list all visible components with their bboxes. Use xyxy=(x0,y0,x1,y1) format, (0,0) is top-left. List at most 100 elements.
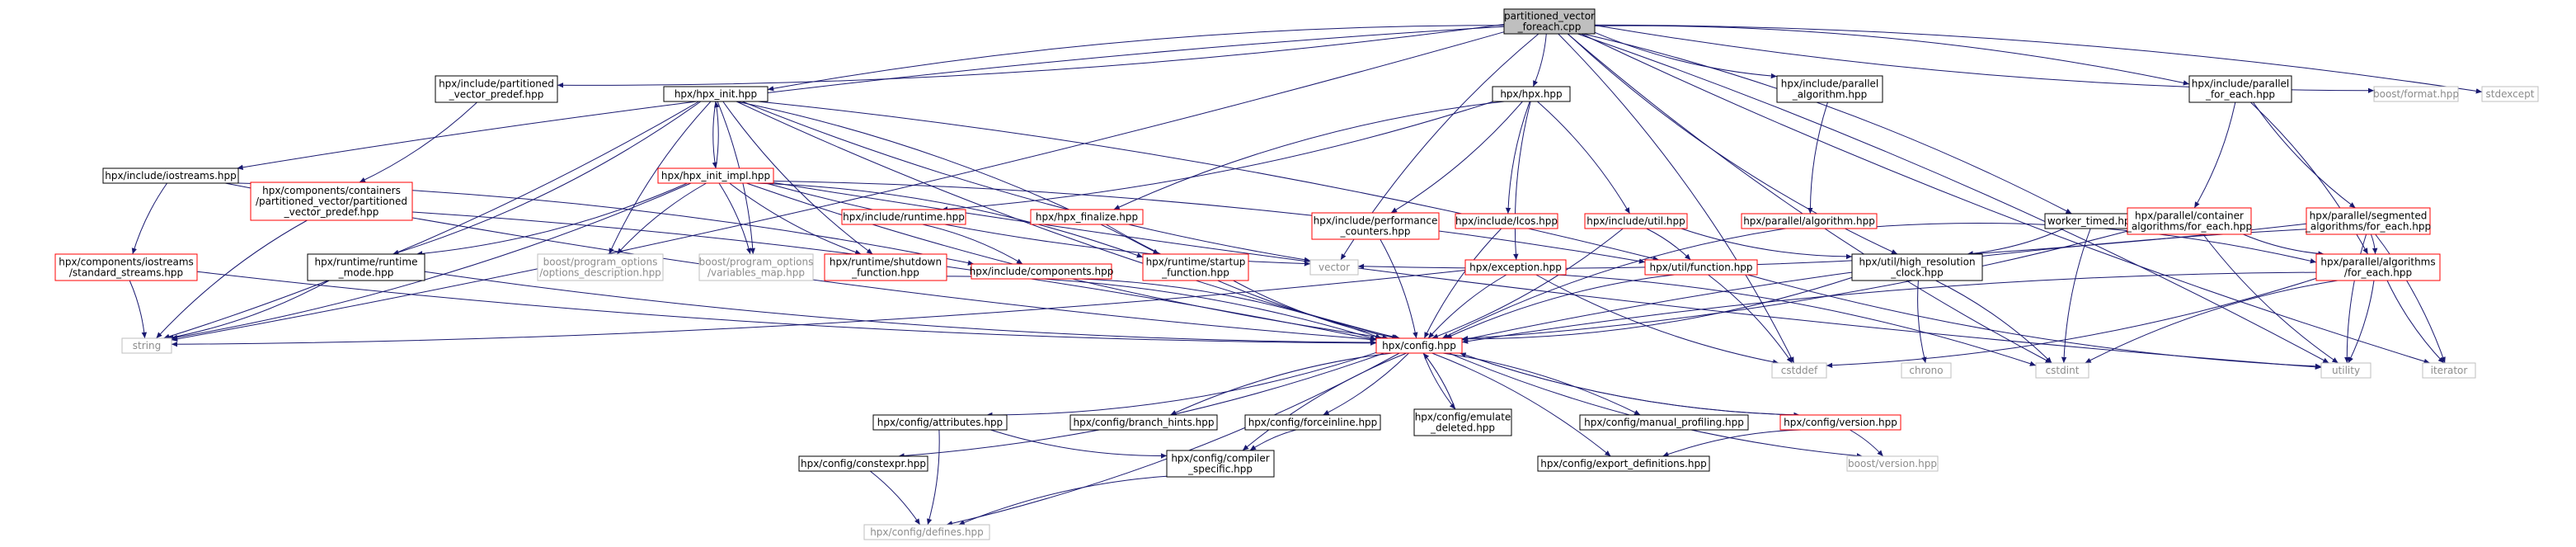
node-po_vmap[interactable]: boost/program_options/variables_map.hpp xyxy=(698,253,814,281)
node-hpx_finalize[interactable]: hpx/hpx_finalize.hpp xyxy=(1030,209,1144,225)
node-hpx_init[interactable]: hpx/hpx_init.hpp xyxy=(663,86,769,102)
node-box-utility[interactable] xyxy=(2320,362,2372,379)
node-box-cfg_compiler[interactable] xyxy=(1166,450,1275,478)
node-box-cfg_branch[interactable] xyxy=(1069,414,1218,431)
node-cfg_defines[interactable]: hpx/config/defines.hpp xyxy=(863,524,990,540)
node-perf_counters[interactable]: hpx/include/performance_counters.hpp xyxy=(1311,212,1440,240)
node-box-cfg_version[interactable] xyxy=(1779,414,1901,431)
node-alg_foreach[interactable]: hpx/parallel/algorithms/for_each.hpp xyxy=(2315,253,2441,281)
node-box-lcos_inc[interactable] xyxy=(1455,213,1558,229)
node-box-std_streams[interactable] xyxy=(54,253,198,281)
node-box-perf_counters[interactable] xyxy=(1311,212,1440,240)
node-box-hpx_finalize[interactable] xyxy=(1030,209,1144,225)
node-box-hpx_init[interactable] xyxy=(663,86,769,102)
node-box-runtime_inc[interactable] xyxy=(841,209,966,225)
node-box-vector[interactable] xyxy=(1309,259,1359,276)
node-box-pvpredef_comp[interactable] xyxy=(250,182,413,221)
node-stdexcept[interactable]: stdexcept xyxy=(2481,86,2539,102)
node-components_inc[interactable]: hpx/include/components.hpp xyxy=(970,263,1114,280)
node-config[interactable]: hpx/config.hpp xyxy=(1375,337,1463,354)
node-lcos_inc[interactable]: hpx/include/lcos.hpp xyxy=(1455,213,1558,229)
node-box-util_function[interactable] xyxy=(1644,259,1758,276)
node-utility[interactable]: utility xyxy=(2320,362,2372,379)
node-cfg_emulate[interactable]: hpx/config/emulate_deleted.hpp xyxy=(1413,408,1512,436)
node-label-config-line-0: hpx/config.hpp xyxy=(1382,340,1456,351)
node-hpx_init_impl[interactable]: hpx/hpx_init_impl.hpp xyxy=(657,167,774,184)
node-box-config[interactable] xyxy=(1375,337,1463,354)
node-cfg_compiler[interactable]: hpx/config/compiler_specific.hpp xyxy=(1166,450,1275,478)
node-box-boost_format[interactable] xyxy=(2373,86,2459,102)
node-box-cfg_attributes[interactable] xyxy=(872,414,1008,431)
node-cfg_constexpr[interactable]: hpx/config/constexpr.hpp xyxy=(798,455,928,472)
node-box-cfg_profiling[interactable] xyxy=(1579,414,1749,431)
node-cfg_branch[interactable]: hpx/config/branch_hints.hpp xyxy=(1069,414,1218,431)
node-hpx_hpp[interactable]: hpx/hpx.hpp xyxy=(1492,86,1571,102)
node-box-hr_clock[interactable] xyxy=(1851,253,1983,281)
node-runtime_mode[interactable]: hpx/runtime/runtime_mode.hpp xyxy=(307,253,425,281)
node-box-string[interactable] xyxy=(121,337,172,354)
node-vector[interactable]: vector xyxy=(1309,259,1359,276)
node-iostreams_inc[interactable]: hpx/include/iostreams.hpp xyxy=(102,167,239,184)
node-box-hpx_hpp[interactable] xyxy=(1492,86,1571,102)
node-cfg_forceinline[interactable]: hpx/config/forceinline.hpp xyxy=(1244,414,1381,431)
node-box-shutdown_fn[interactable] xyxy=(824,253,947,281)
node-box-par_alg[interactable] xyxy=(1741,213,1878,229)
node-cfg_profiling[interactable]: hpx/config/manual_profiling.hpp xyxy=(1579,414,1749,431)
node-box-cfg_constexpr[interactable] xyxy=(798,455,928,472)
node-seg_alg_foreach[interactable]: hpx/parallel/segmented_algorithms/for_ea… xyxy=(2305,207,2431,235)
node-box-cont_alg_foreach[interactable] xyxy=(2127,207,2252,235)
node-box-cstddef[interactable] xyxy=(1771,362,1827,379)
node-box-cfg_defines[interactable] xyxy=(863,524,990,540)
node-exception[interactable]: hpx/exception.hpp xyxy=(1464,259,1567,276)
node-cfg_attributes[interactable]: hpx/config/attributes.hpp xyxy=(872,414,1008,431)
node-box-seg_alg_foreach[interactable] xyxy=(2306,207,2431,235)
node-cont_alg_foreach[interactable]: hpx/parallel/container_algorithms/for_ea… xyxy=(2126,207,2252,235)
node-startup_fn[interactable]: hpx/runtime/startup_function.hpp xyxy=(1142,253,1249,281)
node-box-chrono[interactable] xyxy=(1901,362,1952,379)
node-pvpredef_inc[interactable]: hpx/include/partitioned_vector_predef.hp… xyxy=(435,75,558,103)
node-box-po_options_desc[interactable] xyxy=(537,253,664,281)
node-par_alg_inc[interactable]: hpx/include/parallel_algorithm.hpp xyxy=(1776,75,1883,103)
node-box-hpx_init_impl[interactable] xyxy=(657,167,774,184)
node-box-par_foreach_inc[interactable] xyxy=(2188,75,2292,103)
node-chrono[interactable]: chrono xyxy=(1901,362,1952,379)
node-box-boost_version[interactable] xyxy=(1846,455,1939,472)
node-box-startup_fn[interactable] xyxy=(1142,253,1249,281)
node-box-par_alg_inc[interactable] xyxy=(1776,75,1883,103)
node-box-cstdint[interactable] xyxy=(2035,362,2089,379)
node-par_foreach_inc[interactable]: hpx/include/parallel_for_each.hpp xyxy=(2188,75,2292,103)
node-box-cfg_export[interactable] xyxy=(1537,455,1710,472)
node-box-root[interactable] xyxy=(1503,8,1596,35)
node-box-po_vmap[interactable] xyxy=(698,253,814,281)
node-runtime_inc[interactable]: hpx/include/runtime.hpp xyxy=(841,209,966,225)
node-shutdown_fn[interactable]: hpx/runtime/shutdown_function.hpp xyxy=(824,253,947,281)
node-par_alg[interactable]: hpx/parallel/algorithm.hpp xyxy=(1741,213,1878,229)
node-box-iterator[interactable] xyxy=(2422,362,2476,379)
node-po_options_desc[interactable]: boost/program_options/options_descriptio… xyxy=(537,253,664,281)
node-cstddef[interactable]: cstddef xyxy=(1771,362,1827,379)
node-box-cfg_forceinline[interactable] xyxy=(1244,414,1381,431)
node-box-stdexcept[interactable] xyxy=(2481,86,2539,102)
node-box-runtime_mode[interactable] xyxy=(307,253,425,281)
node-box-iostreams_inc[interactable] xyxy=(102,167,239,184)
node-root[interactable]: partitioned_vector_foreach.cpp xyxy=(1503,8,1596,35)
node-boost_format[interactable]: boost/format.hpp xyxy=(2373,86,2459,102)
node-boost_version[interactable]: boost/version.hpp xyxy=(1846,455,1939,472)
node-cstdint[interactable]: cstdint xyxy=(2035,362,2089,379)
node-worker_timed[interactable]: worker_timed.hpp xyxy=(2044,213,2140,229)
node-cfg_version[interactable]: hpx/config/version.hpp xyxy=(1779,414,1901,431)
node-cfg_export[interactable]: hpx/config/export_definitions.hpp xyxy=(1537,455,1710,472)
node-box-components_inc[interactable] xyxy=(971,263,1112,280)
node-util_inc[interactable]: hpx/include/util.hpp xyxy=(1584,213,1688,229)
node-string[interactable]: string xyxy=(121,337,172,354)
node-box-alg_foreach[interactable] xyxy=(2315,253,2441,281)
node-util_function[interactable]: hpx/util/function.hpp xyxy=(1644,259,1758,276)
node-box-cfg_emulate[interactable] xyxy=(1413,408,1512,436)
node-box-util_inc[interactable] xyxy=(1584,213,1688,229)
node-box-pvpredef_inc[interactable] xyxy=(435,75,558,103)
node-iterator[interactable]: iterator xyxy=(2422,362,2476,379)
node-box-exception[interactable] xyxy=(1464,259,1567,276)
node-hr_clock[interactable]: hpx/util/high_resolution_clock.hpp xyxy=(1851,253,1983,281)
node-pvpredef_comp[interactable]: hpx/components/containers/partitioned_ve… xyxy=(250,182,413,221)
node-std_streams[interactable]: hpx/components/iostreams/standard_stream… xyxy=(54,253,198,281)
